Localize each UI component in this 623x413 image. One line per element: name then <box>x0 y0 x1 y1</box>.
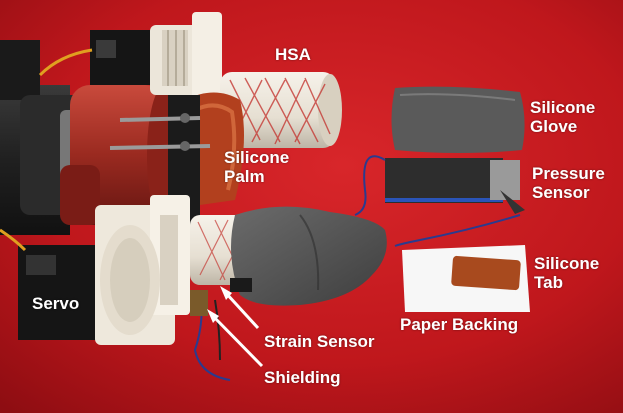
label-paper-backing: Paper Backing <box>400 315 519 334</box>
paper-backing <box>402 245 530 312</box>
label-pressure-sensor: Pressure Sensor <box>532 164 605 202</box>
gloved-finger <box>231 206 387 306</box>
hsa-cylinder <box>220 72 342 148</box>
label-shielding: Shielding <box>264 368 341 387</box>
label-silicone-glove: Silicone Glove <box>530 98 596 136</box>
label-hsa: HSA <box>275 45 311 64</box>
pressure-sensor <box>354 155 525 216</box>
sensor-wires <box>190 278 252 381</box>
shielding-arrow <box>207 309 264 368</box>
label-strain-sensor: Strain Sensor <box>264 332 375 351</box>
bottom-gear-assembly <box>95 195 190 345</box>
silicone-glove <box>391 86 525 153</box>
strain-arrow <box>220 286 260 330</box>
label-servo: Servo <box>32 294 80 313</box>
label-silicone-palm: Silicone Palm <box>224 148 290 186</box>
top-servo <box>38 30 155 85</box>
tab-wire <box>394 214 521 247</box>
label-silicone-tab: Silicone Tab <box>534 254 600 292</box>
